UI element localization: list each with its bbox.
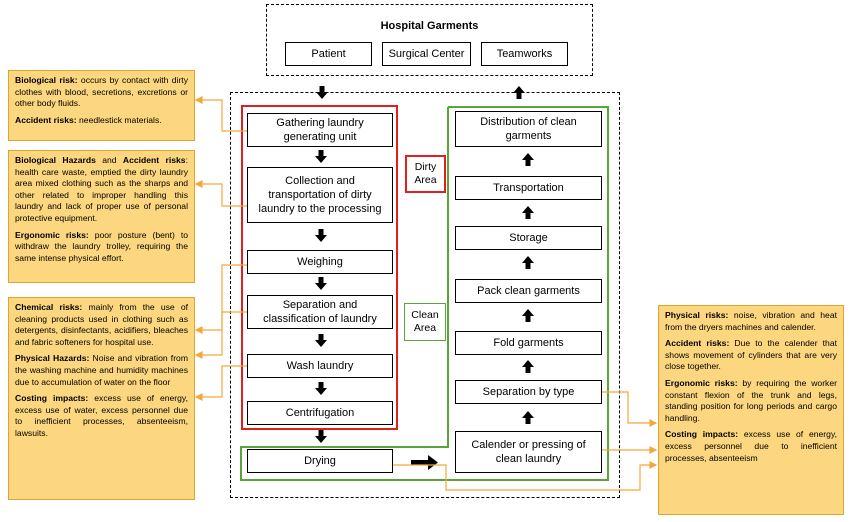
step-drying: Drying [247, 449, 393, 473]
note-biological-accident: Biological risk: occurs by contact with … [8, 70, 195, 141]
arrow-down-2 [315, 229, 327, 242]
note-drying-calender-risks: Physical risks: noise, vibration and hea… [658, 305, 844, 515]
source-surgical-center: Surgical Center [382, 42, 471, 66]
step-collection: Collection and transportation of dirty l… [247, 167, 393, 223]
arrow-up-3 [522, 256, 534, 269]
dirty-area-frame [241, 105, 398, 430]
step-wash: Wash laundry [247, 354, 393, 378]
step-separation-type: Separation by type [455, 380, 602, 404]
step-centrifugation: Centrifugation [247, 401, 393, 425]
source-patient: Patient [285, 42, 372, 66]
step-gathering: Gathering laundry generating unit [247, 113, 393, 147]
arrow-down-5 [315, 382, 327, 395]
note-hazards-ergonomic: Biological Hazards and Accident risks: h… [8, 150, 195, 283]
step-transportation: Transportation [455, 176, 602, 200]
dirty-area-label: Dirty Area [405, 155, 446, 193]
arrow-up-6 [522, 411, 534, 424]
arrow-up-5 [522, 360, 534, 373]
arrow-down-4 [315, 334, 327, 347]
arrow-down-1 [315, 150, 327, 163]
source-teamworks: Teamworks [481, 42, 568, 66]
step-distribution: Distribution of clean garments [455, 111, 602, 147]
hospital-garments-group [266, 4, 593, 76]
arrow-out-of-process [513, 86, 525, 99]
step-weighing: Weighing [247, 250, 393, 274]
arrow-down-6 [315, 430, 327, 443]
hospital-garments-title: Hospital Garments [380, 20, 479, 32]
arrow-up-2 [522, 206, 534, 219]
step-separation-classification: Separation and classification of laundry [247, 295, 393, 329]
arrow-into-process [316, 86, 328, 99]
process-boundary [230, 92, 620, 498]
arrow-down-3 [315, 277, 327, 290]
step-storage: Storage [455, 226, 602, 250]
step-fold: Fold garments [455, 331, 602, 355]
step-calender: Calender or pressing of clean laundry [455, 431, 602, 473]
arrow-up-1 [522, 153, 534, 166]
arrow-up-4 [522, 309, 534, 322]
clean-area-label: Clean Area [404, 303, 446, 341]
step-pack: Pack clean garments [455, 279, 602, 303]
note-chemical-physical-costing: Chemical risks: mainly from the use of c… [8, 297, 195, 500]
